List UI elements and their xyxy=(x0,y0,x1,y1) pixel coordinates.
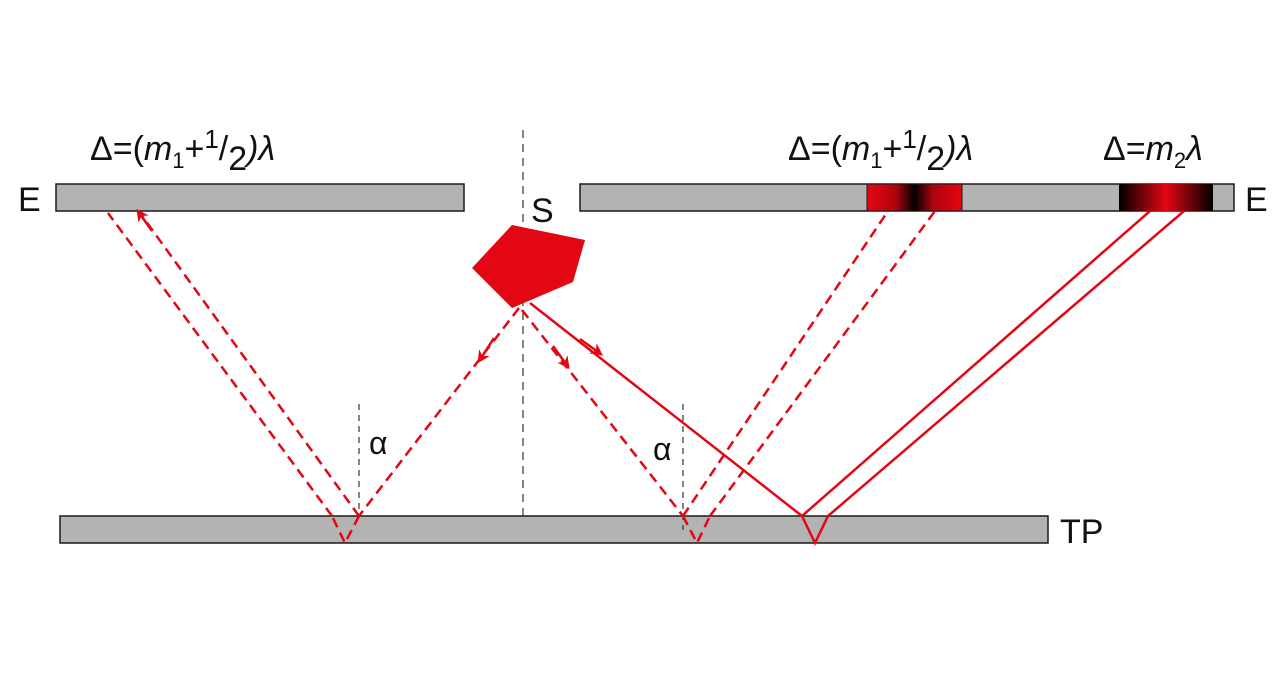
right-reflected-ray-1 xyxy=(801,210,1151,517)
screen-right-label: E xyxy=(1245,181,1268,219)
left-incident-ray xyxy=(358,307,520,517)
right-rays xyxy=(529,210,1185,546)
plate-label: TP xyxy=(1060,513,1103,551)
right-refracted-ray xyxy=(800,515,830,546)
middle-refracted-ray xyxy=(681,515,712,546)
angle-right-label: α xyxy=(653,431,672,467)
right-reflected-ray-2 xyxy=(827,210,1185,517)
middle-incident-ray xyxy=(521,309,684,517)
angle-left-label: α xyxy=(369,425,388,461)
middle-down-arrow xyxy=(551,345,570,370)
middle-reflected-ray-1 xyxy=(681,210,890,517)
right-incident-ray xyxy=(529,302,803,517)
middle-rays xyxy=(521,210,937,546)
left-reflected-ray-1 xyxy=(138,212,361,517)
thin-plate xyxy=(59,515,1049,544)
formula-left: Δ=(m1+1/2)λ xyxy=(90,124,275,178)
formula-mid: Δ=(m1+1/2)λ xyxy=(788,124,973,178)
right-down-arrow xyxy=(579,337,604,356)
formula-right: Δ=m2λ xyxy=(1103,130,1203,173)
interference-maximum-band xyxy=(1119,184,1213,211)
left-rays xyxy=(106,212,520,546)
screen-left-label: E xyxy=(18,181,41,219)
interference-minimum-band xyxy=(866,183,963,212)
left-down-arrow xyxy=(477,337,496,364)
light-source xyxy=(472,225,585,308)
left-screen xyxy=(55,183,465,212)
left-up-arrow xyxy=(136,208,154,232)
left-refracted-ray xyxy=(330,515,361,546)
source-label: S xyxy=(531,192,554,230)
left-reflected-ray-2 xyxy=(106,212,334,517)
